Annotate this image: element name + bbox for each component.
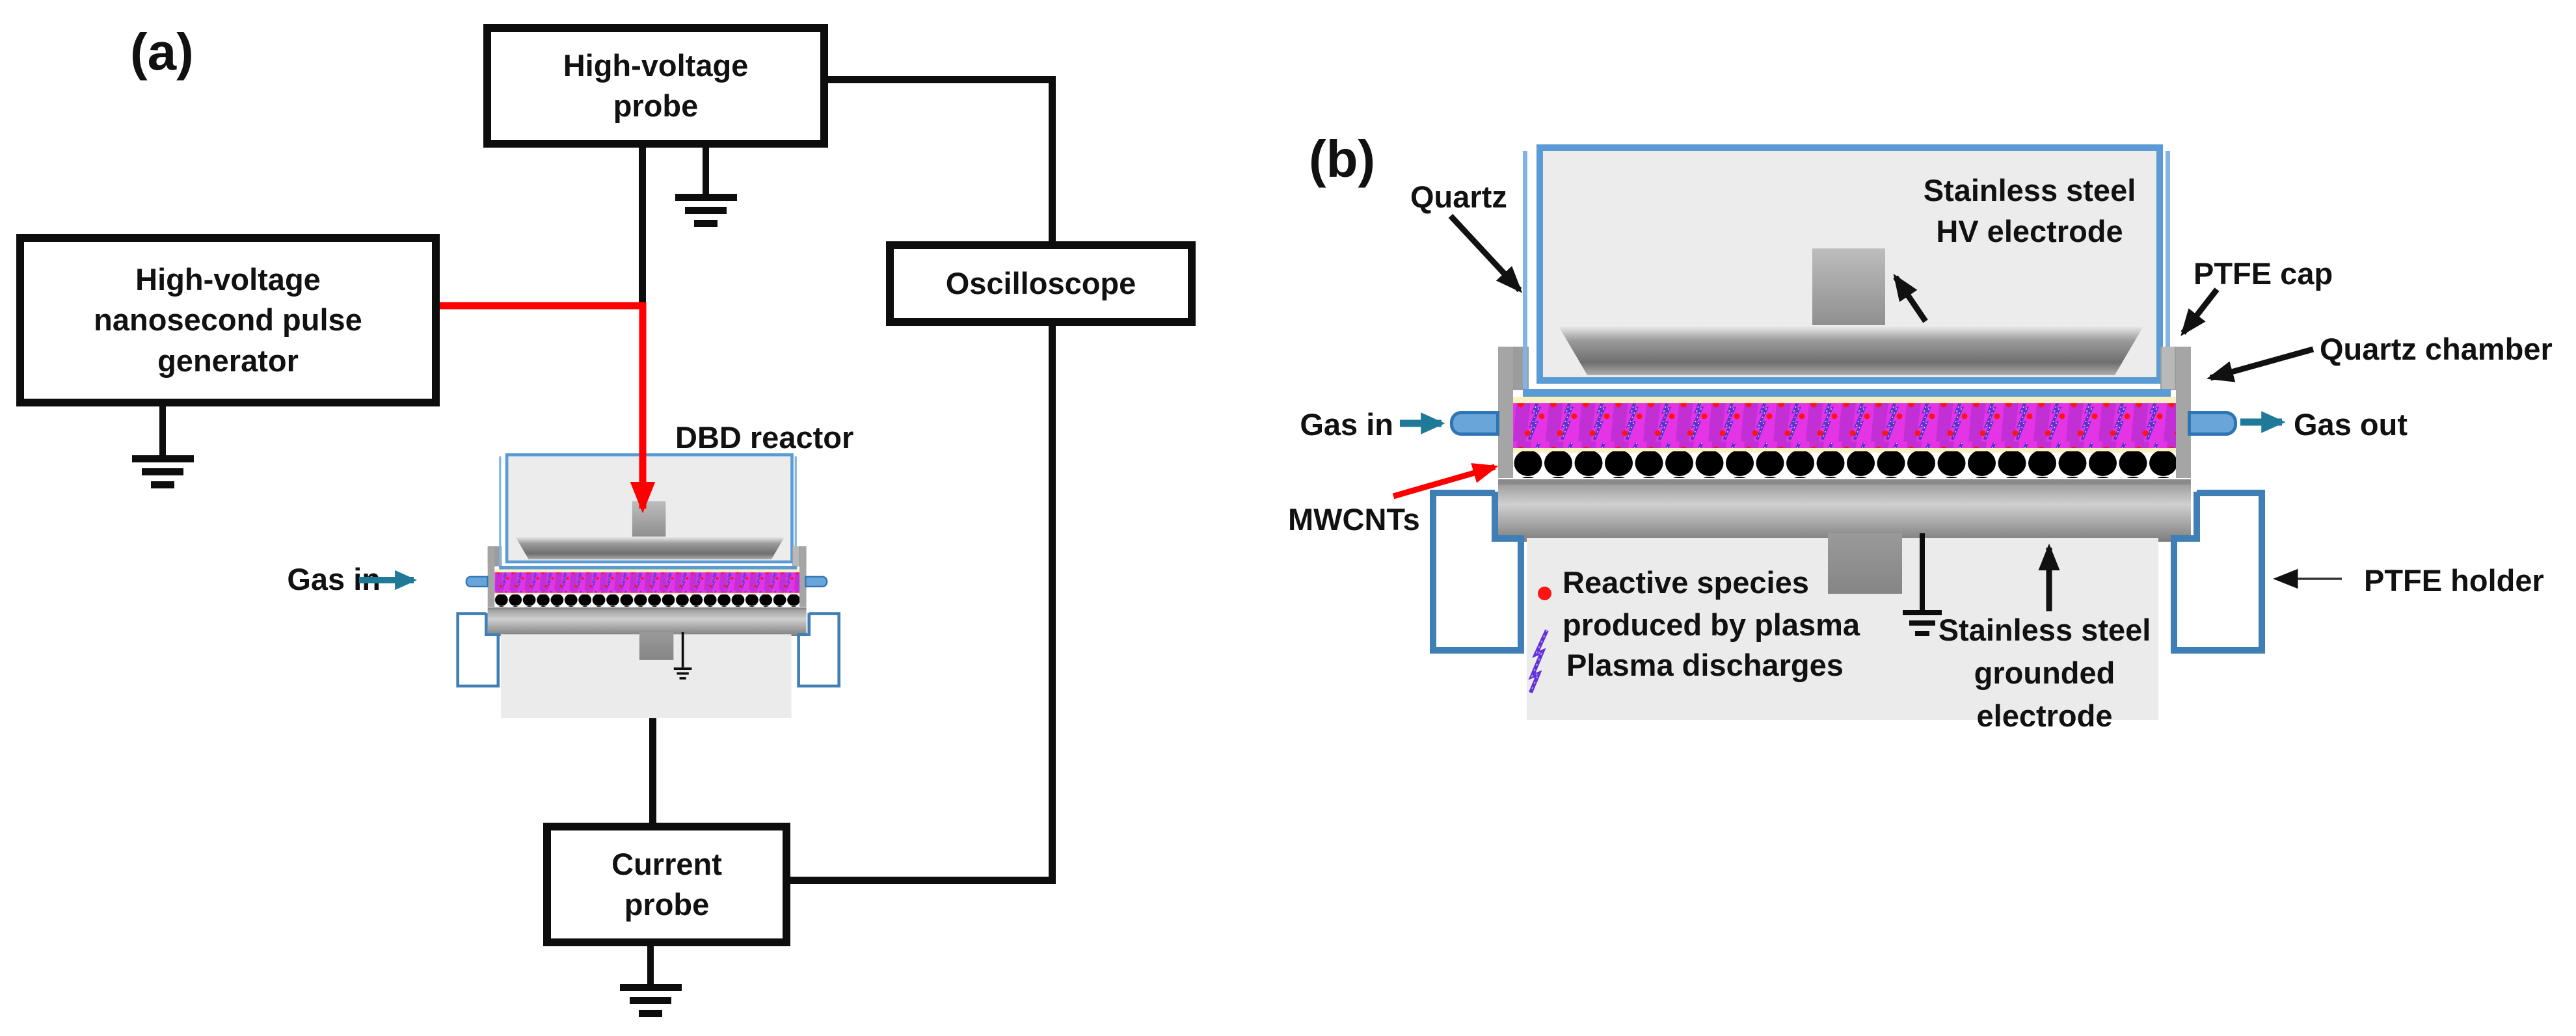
- oscilloscope-box: Oscilloscope: [886, 241, 1196, 326]
- discharge-gap-graphic: [494, 569, 801, 607]
- quartz-dielectric-plate: [499, 565, 798, 570]
- wire-generator-ground: [159, 405, 166, 456]
- gas-out-tube: [2188, 411, 2237, 436]
- quartz-label: Quartz: [1410, 179, 1507, 214]
- quartz-dielectric-plate: [1523, 389, 2171, 397]
- wire-current-probe-to-oscilloscope: [790, 877, 1056, 884]
- wire-reactor-to-current-probe: [649, 662, 656, 825]
- quartz-layer-line-right: [2166, 151, 2170, 392]
- quartz-layer-line-right: [794, 456, 797, 567]
- reactor-ground-symbol: [673, 667, 692, 680]
- panel-a-label: (a): [130, 23, 194, 81]
- dbd-reactor-graphic-b: [1428, 144, 2267, 723]
- gas-out-tube: [805, 576, 828, 588]
- ptfe-holder-outlines: [1430, 490, 2265, 654]
- hv-electrode-stem: [1812, 248, 1885, 329]
- ptfe-cap-label: PTFE cap: [2194, 256, 2333, 291]
- wire-probe-ground: [703, 148, 709, 195]
- plasma-discharge-icon: [1528, 629, 1549, 694]
- hv-electrode-label: Stainless steel HV electrode: [1923, 173, 2136, 248]
- quartz-layer-line-left: [499, 456, 502, 567]
- grounded-electrode-tray: [1498, 479, 2191, 542]
- quartz-chamber-wall-left: [487, 546, 495, 607]
- discharge-gap-graphic: [1513, 397, 2179, 478]
- reactor-ground-wire: [681, 632, 684, 668]
- ptfe-holder-outlines: [456, 612, 841, 688]
- hv-probe-box: High-voltage probe: [483, 24, 828, 148]
- grounded-electrode-stem: [639, 632, 674, 660]
- gas-in-tube: [1450, 411, 1499, 436]
- dbd-reactor-graphic-a: [455, 453, 841, 719]
- grounded-electrode-tray: [487, 607, 807, 637]
- quartz-layer-line-left: [1523, 151, 1527, 392]
- quartz-chamber-wall-right: [799, 546, 807, 607]
- hv-electrode-plate: [515, 536, 785, 560]
- gas-in-label-a: Gas in: [287, 562, 381, 596]
- hv-electrode-plate: [1558, 325, 2144, 375]
- wire-current-probe-ground: [647, 945, 654, 985]
- mwcnts-label: MWCNTs: [1288, 502, 1420, 537]
- wire-probe-to-reactor: [639, 148, 646, 307]
- panel-b-label: (b): [1309, 130, 1376, 188]
- reactive-species-legend: Reactive species produced by plasma: [1563, 565, 1860, 642]
- reactive-species-icon: [1538, 587, 1551, 600]
- current-probe-box: Current probe: [543, 823, 790, 946]
- gas-in-tube: [465, 576, 489, 588]
- ground-symbol-probe: [675, 194, 737, 227]
- reactor-ground-wire: [1920, 533, 1925, 610]
- ptfe-cap-graphic: [792, 546, 799, 566]
- plasma-discharges-legend: Plasma discharges: [1566, 648, 1844, 682]
- ptfe-holder-label: PTFE holder: [2364, 563, 2544, 598]
- reactor-ground-symbol: [1903, 610, 1942, 636]
- dbd-reactor-label: DBD reactor: [675, 420, 854, 455]
- grounded-electrode-stem: [1828, 533, 1902, 594]
- wire-probe-to-oscilloscope: [828, 76, 1052, 83]
- gas-out-label: Gas out: [2294, 407, 2408, 442]
- wire-oscilloscope-bottom: [1049, 326, 1056, 884]
- wire-oscilloscope-top: [1049, 76, 1056, 244]
- quartz-chamber-wall-right: [2176, 347, 2191, 478]
- quartz-chamber-label: Quartz chamber: [2320, 332, 2553, 366]
- gas-in-label-b: Gas in: [1300, 407, 1393, 442]
- ground-symbol-current-probe: [619, 984, 682, 1017]
- grounded-electrode-label: Stainless steel grounded electrode: [1938, 613, 2151, 733]
- ground-symbol-generator: [131, 455, 194, 488]
- hv-generator-box: High-voltage nanosecond pulse generator: [16, 234, 440, 406]
- quartz-chamber-wall-left: [1498, 347, 1513, 478]
- ptfe-cap-graphic: [2162, 347, 2175, 389]
